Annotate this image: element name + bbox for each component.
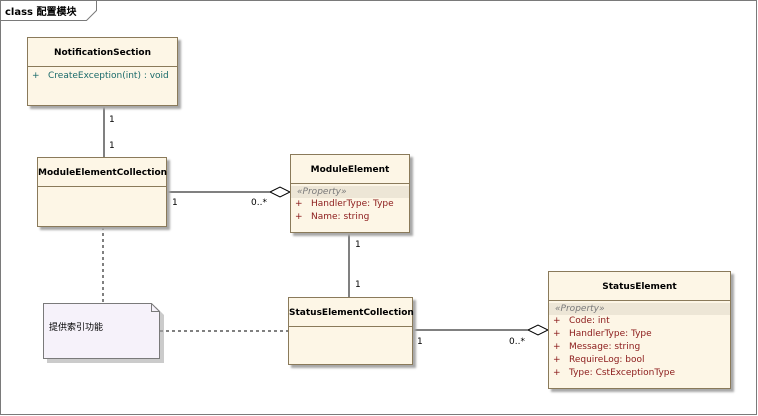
class-name: ModuleElement bbox=[291, 155, 409, 184]
multiplicity-se-left: 0..* bbox=[509, 337, 525, 347]
note-text: 提供索引功能 bbox=[49, 323, 104, 333]
operation-signature: CreateException(int) : void bbox=[48, 71, 169, 81]
class-name: ModuleElementCollection bbox=[38, 158, 167, 187]
visibility-marker: + bbox=[553, 368, 561, 378]
stereotype-label: «Property» bbox=[549, 303, 730, 315]
class-status-element[interactable]: StatusElement «Property» + Code: int + Han… bbox=[548, 271, 731, 389]
multiplicity-me-left: 0..* bbox=[251, 198, 267, 208]
visibility-marker: + bbox=[553, 342, 561, 352]
visibility-marker: + bbox=[553, 316, 561, 326]
attribute-row[interactable]: + Code: int bbox=[553, 315, 726, 328]
visibility-marker: + bbox=[295, 212, 303, 222]
multiplicity-mec-top: 1 bbox=[109, 141, 115, 151]
note-index-function[interactable]: 提供索引功能 bbox=[43, 303, 164, 363]
visibility-marker: + bbox=[553, 329, 561, 339]
attribute-row[interactable]: + HandlerType: Type bbox=[553, 328, 726, 341]
attribute-text: HandlerType: Type bbox=[311, 199, 394, 209]
class-name: StatusElementCollection bbox=[289, 298, 414, 327]
visibility-marker: + bbox=[295, 199, 303, 209]
visibility-marker: + bbox=[32, 71, 40, 81]
attribute-row[interactable]: + RequireLog: bool bbox=[553, 354, 726, 367]
multiplicity-mec-right: 1 bbox=[172, 198, 178, 208]
multiplicity-sec-right: 1 bbox=[417, 337, 423, 347]
multiplicity-me-bottom: 1 bbox=[355, 240, 361, 250]
class-name: StatusElement bbox=[549, 272, 730, 301]
operations-compartment: + CreateException(int) : void bbox=[28, 67, 177, 85]
stereotype-label: «Property» bbox=[291, 186, 409, 198]
class-name: NotificationSection bbox=[28, 38, 177, 67]
attribute-text: RequireLog: bool bbox=[569, 355, 645, 365]
attribute-text: Code: int bbox=[569, 316, 610, 326]
operation-row[interactable]: + CreateException(int) : void bbox=[32, 70, 173, 83]
frame-label-tab bbox=[0, 0, 97, 21]
attribute-row[interactable]: + HandlerType: Type bbox=[295, 198, 405, 211]
attribute-row[interactable]: + Name: string bbox=[295, 211, 405, 224]
class-notification-section[interactable]: NotificationSection + CreateException(int… bbox=[27, 37, 178, 106]
attributes-compartment: «Property» + HandlerType: Type + Name: str… bbox=[291, 184, 409, 226]
visibility-marker: + bbox=[553, 355, 561, 365]
class-module-element-collection[interactable]: ModuleElementCollection bbox=[37, 157, 167, 227]
aggregation-diamond-me bbox=[268, 186, 292, 198]
class-status-element-collection[interactable]: StatusElementCollection bbox=[288, 297, 414, 365]
attribute-text: HandlerType: Type bbox=[569, 329, 652, 339]
aggregation-diamond-se bbox=[526, 324, 550, 336]
attribute-text: Type: CstExceptionType bbox=[569, 368, 676, 378]
attributes-compartment: «Property» + Code: int + HandlerType: Type… bbox=[549, 301, 730, 382]
class-module-element[interactable]: ModuleElement «Property» + HandlerType: T… bbox=[290, 154, 410, 233]
note-shape bbox=[43, 303, 164, 363]
attribute-text: Name: string bbox=[311, 212, 370, 222]
attribute-row[interactable]: + Type: CstExceptionType bbox=[553, 367, 726, 380]
multiplicity-sec-top: 1 bbox=[355, 280, 361, 290]
multiplicity-ns-bottom: 1 bbox=[109, 115, 115, 125]
attribute-text: Message: string bbox=[569, 342, 641, 352]
frame-label: class 配置模块 bbox=[5, 7, 77, 18]
attribute-row[interactable]: + Message: string bbox=[553, 341, 726, 354]
